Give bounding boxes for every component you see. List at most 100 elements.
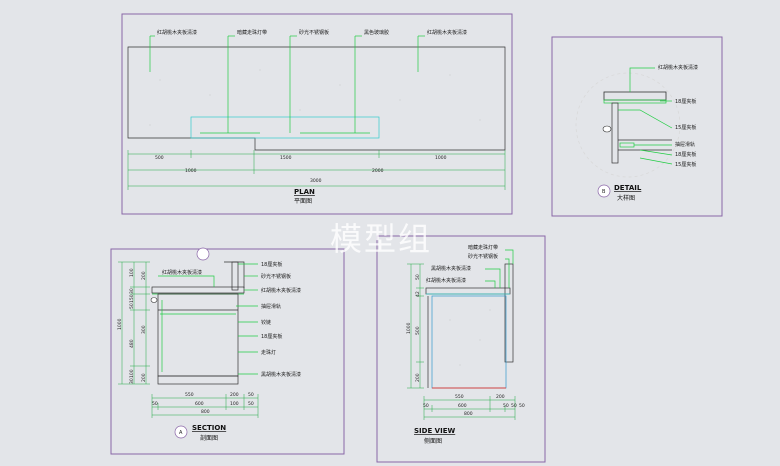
side-body bbox=[431, 295, 507, 389]
detail-marker-letter: B bbox=[602, 189, 606, 195]
side-frame bbox=[376, 235, 546, 463]
detail-label-5: 18厘夹板 bbox=[675, 151, 696, 158]
plan-label-5: 红胡桃木夹板清漆 bbox=[427, 29, 467, 36]
section-vdim-4: 30 bbox=[129, 288, 135, 294]
section-label-1: 18厘夹板 bbox=[261, 261, 282, 268]
section-label-4: 抽屉滑轨 bbox=[261, 303, 281, 310]
watermark: 模型组 bbox=[330, 220, 432, 258]
side-label-2: 砂光不锈钢板 bbox=[468, 253, 498, 260]
section-body bbox=[157, 293, 239, 377]
section-vdim-2: 150 bbox=[129, 294, 135, 303]
section-plinth bbox=[157, 375, 239, 385]
section-label-7: 走珠灯 bbox=[261, 349, 276, 356]
section-upper-panel bbox=[224, 261, 245, 288]
plan-label-3: 砂光不锈钢板 bbox=[299, 29, 329, 36]
side-view: 暗藏走珠灯带 砂光不锈钢板 黑胡桃木夹板清漆 红胡桃木夹板清漆 1000 50 … bbox=[376, 235, 546, 463]
side-label-1: 暗藏走珠灯带 bbox=[468, 244, 498, 251]
side-hdim-200: 200 bbox=[496, 394, 505, 400]
side-vdim-4: 200 bbox=[415, 373, 421, 382]
section-label-6: 18厘夹板 bbox=[261, 333, 282, 340]
section-upright bbox=[231, 261, 239, 291]
detail-steel-strip bbox=[603, 99, 667, 104]
section-top-board bbox=[151, 286, 245, 294]
section-subtitle: 剖面图 bbox=[200, 434, 218, 442]
side-hdim-50a: 50 bbox=[423, 403, 429, 409]
section-vdim-mid-3: 200 bbox=[141, 373, 147, 382]
side-hdim-550: 550 bbox=[455, 394, 464, 400]
plan-texture bbox=[149, 69, 481, 126]
section-vdim-total: 1000 bbox=[117, 318, 123, 330]
side-hdim-50d: 50 bbox=[519, 403, 525, 409]
plan-dim-1500: 1500 bbox=[280, 155, 292, 161]
section-marker-letter: A bbox=[179, 430, 183, 436]
side-subtitle: 侧面图 bbox=[424, 437, 442, 445]
section-hdim-50: 50 bbox=[248, 392, 254, 398]
side-label-3: 黑胡桃木夹板清漆 bbox=[431, 265, 471, 272]
plan-view: 红胡桃木夹板清漆 暗藏走珠灯带 砂光不锈钢板 黑色玻璃胶 红胡桃木夹板清漆 50… bbox=[121, 13, 513, 215]
detail-frame bbox=[551, 36, 723, 217]
section-vdim-5: 480 bbox=[129, 339, 135, 348]
section-label-5: 铰链 bbox=[261, 319, 271, 326]
detail-view: 红胡桃木夹板清漆 18厘夹板 15厘夹板 抽屉滑轨 18厘夹板 15厘夹板 B … bbox=[551, 36, 723, 217]
detail-title: DETAIL bbox=[614, 184, 642, 192]
plan-dim-3000: 3000 bbox=[310, 178, 322, 184]
plan-dim-1000b: 1000 bbox=[185, 168, 197, 174]
plan-dim-2000: 2000 bbox=[372, 168, 384, 174]
plan-label-4: 黑色玻璃胶 bbox=[364, 29, 389, 36]
detail-marker bbox=[597, 184, 611, 198]
section-label-2: 砂光不锈钢板 bbox=[261, 273, 291, 280]
plan-label-1: 红胡桃木夹板清漆 bbox=[157, 29, 197, 36]
side-top-board bbox=[425, 287, 511, 295]
side-vdim-2: 42 bbox=[415, 291, 421, 297]
section-handle bbox=[150, 297, 158, 303]
section-view: 18厘夹板 砂光不锈钢板 红胡桃木夹板清漆 抽屉滑轨 铰链 18厘夹板 走珠灯 … bbox=[110, 247, 345, 455]
section-label-8: 黑胡桃木夹板清漆 bbox=[261, 371, 301, 378]
detail-side-panel bbox=[611, 102, 619, 164]
side-vdim-total: 1000 bbox=[406, 322, 412, 334]
section-hdim-550: 550 bbox=[185, 392, 194, 398]
section-top-marker bbox=[196, 247, 210, 261]
side-hdim-800: 800 bbox=[464, 411, 473, 417]
detail-top-board bbox=[603, 91, 667, 101]
section-hdim-800: 800 bbox=[201, 409, 210, 415]
section-hdim-50b: 50 bbox=[152, 401, 158, 407]
section-vdim-3: 50 bbox=[129, 303, 135, 309]
detail-slide-rail bbox=[619, 142, 635, 148]
plan-dim-1000: 1000 bbox=[435, 155, 447, 161]
plan-frame bbox=[121, 13, 513, 215]
detail-label-6: 15厘夹板 bbox=[675, 161, 696, 168]
detail-label-4: 抽屉滑轨 bbox=[675, 141, 695, 148]
plan-title: PLAN bbox=[294, 188, 315, 196]
detail-circle bbox=[575, 72, 681, 178]
detail-label-3: 15厘夹板 bbox=[675, 124, 696, 131]
section-vdim-7: 30 bbox=[129, 378, 135, 384]
section-hdim-50c: 50 bbox=[248, 401, 254, 407]
side-hdim-600: 600 bbox=[458, 403, 467, 409]
side-texture bbox=[449, 309, 491, 366]
side-label-4: 红胡桃木夹板清漆 bbox=[426, 277, 466, 284]
side-vdim-3: 500 bbox=[415, 326, 421, 335]
plan-label-2: 暗藏走珠灯带 bbox=[237, 29, 267, 36]
detail-label-1: 红胡桃木夹板清漆 bbox=[658, 64, 698, 71]
detail-label-2: 18厘夹板 bbox=[675, 98, 696, 105]
plan-counter-outline bbox=[127, 46, 506, 151]
plan-dim-500: 500 bbox=[155, 155, 164, 161]
side-hdim-50c: 50 bbox=[511, 403, 517, 409]
side-vdim-1: 50 bbox=[415, 274, 421, 280]
plan-glass-area bbox=[190, 116, 380, 139]
section-hdim-600: 600 bbox=[195, 401, 204, 407]
section-vdim-mid-2: 300 bbox=[141, 325, 147, 334]
section-label-3: 红胡桃木夹板清漆 bbox=[261, 287, 301, 294]
detail-handle bbox=[602, 125, 612, 133]
section-hdim-200: 200 bbox=[230, 392, 239, 398]
plan-subtitle: 平面图 bbox=[294, 198, 312, 205]
section-vdim-6: 100 bbox=[129, 369, 135, 378]
section-label-left: 红胡桃木夹板清漆 bbox=[162, 269, 202, 276]
side-title: SIDE VIEW bbox=[414, 427, 455, 435]
section-marker bbox=[174, 425, 188, 439]
section-vdim-1: 100 bbox=[129, 268, 135, 277]
section-title: SECTION bbox=[192, 424, 226, 432]
detail-subtitle: 大样图 bbox=[617, 194, 635, 202]
section-vdim-mid-1: 200 bbox=[141, 271, 147, 280]
